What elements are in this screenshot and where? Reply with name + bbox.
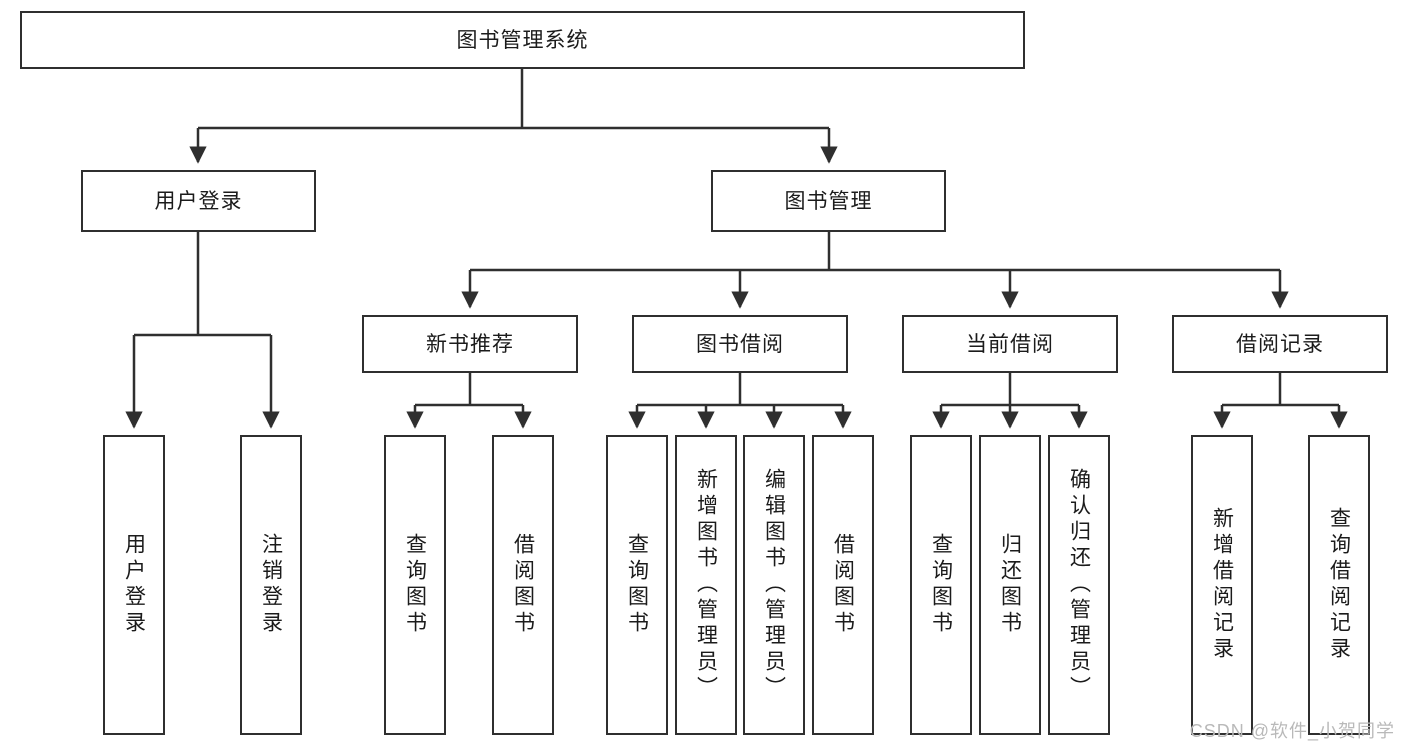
node-label: 新增图书（管理员）	[694, 468, 718, 702]
node-book-borrow[interactable]: 图书借阅	[632, 315, 848, 373]
node-label: 图书管理系统	[456, 28, 589, 52]
node-label: 新书推荐	[426, 332, 514, 356]
node-label: 图书管理	[784, 189, 873, 213]
node-label: 新增借阅记录	[1210, 507, 1234, 663]
leaf-current-query-book[interactable]: 查询图书	[910, 435, 972, 735]
node-label: 编辑图书（管理员）	[762, 468, 786, 702]
node-label: 查询图书	[929, 533, 953, 637]
node-new-book-recommend[interactable]: 新书推荐	[362, 315, 578, 373]
node-label: 查询图书	[403, 533, 427, 637]
node-label: 借阅记录	[1236, 332, 1324, 356]
leaf-recommend-borrow-book[interactable]: 借阅图书	[492, 435, 554, 735]
node-label: 借阅图书	[831, 533, 855, 637]
node-current-borrow[interactable]: 当前借阅	[902, 315, 1118, 373]
node-label: 查询图书	[625, 533, 649, 637]
leaf-current-return-book[interactable]: 归还图书	[979, 435, 1041, 735]
node-label: 用户登录	[122, 533, 146, 637]
node-book-management[interactable]: 图书管理	[711, 170, 946, 232]
node-label: 归还图书	[998, 533, 1022, 637]
leaf-user-logout[interactable]: 注销登录	[240, 435, 302, 735]
node-borrow-records[interactable]: 借阅记录	[1172, 315, 1388, 373]
leaf-records-add-record[interactable]: 新增借阅记录	[1191, 435, 1253, 735]
leaf-current-confirm-return-admin[interactable]: 确认归还（管理员）	[1048, 435, 1110, 735]
leaf-recommend-query-book[interactable]: 查询图书	[384, 435, 446, 735]
node-label: 确认归还（管理员）	[1067, 468, 1091, 702]
node-label: 图书借阅	[696, 332, 784, 356]
leaf-user-login[interactable]: 用户登录	[103, 435, 165, 735]
node-root-system[interactable]: 图书管理系统	[20, 11, 1025, 69]
node-label: 当前借阅	[966, 332, 1054, 356]
leaf-borrow-edit-book-admin[interactable]: 编辑图书（管理员）	[743, 435, 805, 735]
leaf-borrow-add-book-admin[interactable]: 新增图书（管理员）	[675, 435, 737, 735]
leaf-records-query-record[interactable]: 查询借阅记录	[1308, 435, 1370, 735]
node-label: 注销登录	[259, 533, 283, 637]
leaf-borrow-query-book[interactable]: 查询图书	[606, 435, 668, 735]
node-user-login[interactable]: 用户登录	[81, 170, 316, 232]
node-label: 用户登录	[154, 189, 243, 213]
node-label: 借阅图书	[511, 533, 535, 637]
leaf-borrow-borrow-book[interactable]: 借阅图书	[812, 435, 874, 735]
node-label: 查询借阅记录	[1327, 507, 1351, 663]
